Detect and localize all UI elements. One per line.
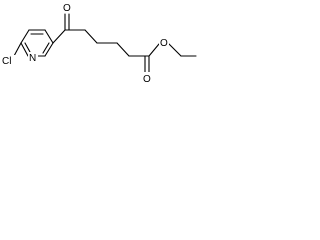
bond-c4-c3 [44, 29, 54, 44]
atom-ester-carbonyl-oxygen: O [143, 74, 151, 85]
chemical-structure-canvas: Cl N O O O [0, 0, 201, 92]
label-bg-ketone-o [62, 2, 72, 13]
bond-c6-c5 [20, 29, 30, 44]
atom-chlorine: Cl [2, 56, 11, 67]
atom-ketone-oxygen: O [63, 3, 71, 14]
label-bg-n [28, 52, 38, 63]
bond-c3-c2 [44, 42, 54, 57]
atom-ester-ether-oxygen: O [160, 38, 168, 49]
bond-c3-c2-double [42, 42, 50, 54]
bond-chain-4 [116, 42, 130, 57]
label-bg-cl [1, 55, 16, 66]
bond-n-c6-double [24, 42, 31, 53]
bond-ester-c-o [148, 43, 160, 57]
pyridine-ring [20, 29, 54, 57]
bond-chain-2 [84, 29, 98, 44]
atom-ring-nitrogen: N [29, 53, 36, 64]
bond-o-ethyl [168, 43, 182, 57]
label-bg-ester-ether-o [159, 37, 169, 48]
alkyl-chain [64, 29, 150, 57]
bond-n-c6 [20, 42, 29, 57]
structure-drawing: Cl N O O O [1, 2, 197, 85]
bond-ring-ketone [52, 29, 66, 44]
bond-c-cl [13, 42, 22, 57]
label-bg-ester-co [142, 72, 152, 83]
